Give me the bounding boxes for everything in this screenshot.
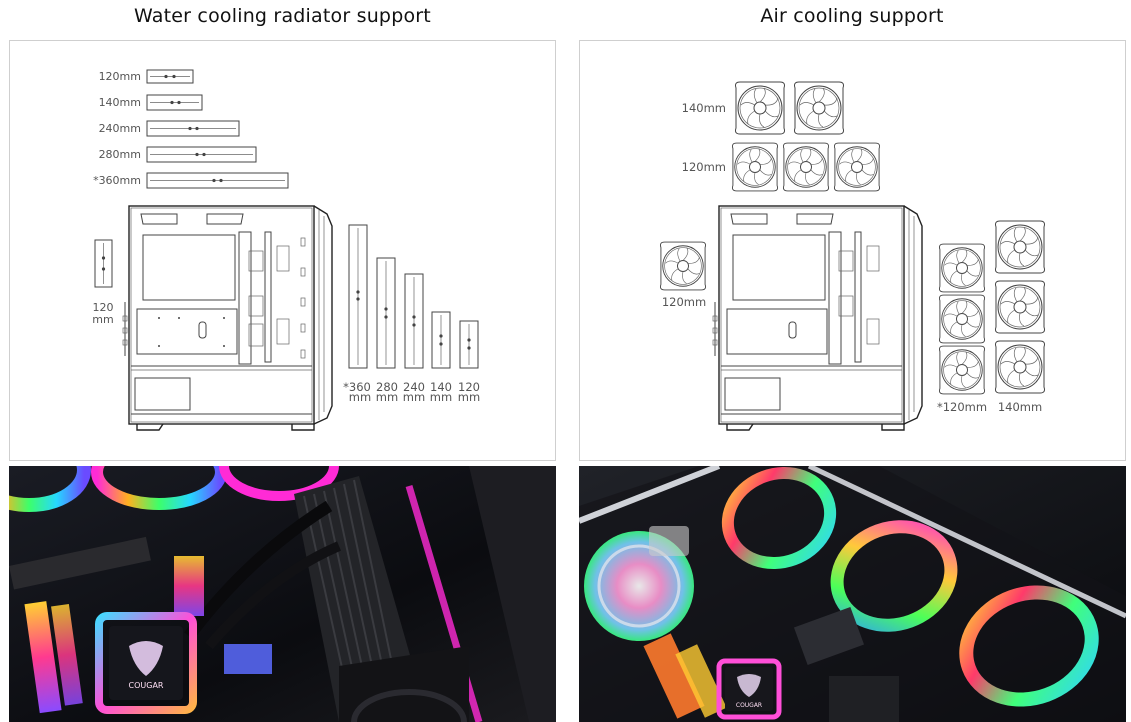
water-cooling-heading: Water cooling radiator support (134, 5, 431, 27)
rear-radiator-size: 120 (93, 301, 114, 314)
front-fans-120: *120mm (937, 243, 987, 414)
front-radiator-unit: mm (349, 390, 371, 404)
fan-icon (834, 142, 881, 192)
pump-logo-text: COUGAR (129, 681, 164, 690)
front-radiator-size: 240 (403, 380, 425, 394)
front-radiator-unit: mm (376, 390, 398, 404)
top-radiator-label: 240mm (99, 122, 141, 135)
rear-fan: 120mm (660, 241, 706, 309)
fan-icon (783, 142, 829, 192)
front-radiator-120: 120 mm (458, 320, 480, 404)
air-cooling-photo-illustration: COUGAR (579, 466, 1126, 722)
fan-icon (794, 81, 844, 135)
front-radiator-list: *360 mm 280 mm 240 mm 140 (343, 224, 480, 404)
air-logo-text: COUGAR (736, 702, 762, 709)
front-fan-120-label: *120mm (937, 400, 987, 414)
air-cooling-diagram: 140mm 120mm 120mm *120mm (579, 40, 1126, 461)
water-cooling-diagram: 120mm 140mm 240mm 280mm (9, 40, 556, 461)
fan-icon (995, 220, 1045, 274)
front-radiator-280: 280 mm (376, 257, 398, 404)
front-radiator-unit: mm (403, 390, 425, 404)
fan-icon (938, 294, 986, 344)
water-cooling-svg: 120mm 140mm 240mm 280mm (92, 69, 480, 431)
fan-icon (938, 345, 986, 395)
top-radiator-label: 280mm (99, 148, 141, 161)
air-cooling-photo: COUGAR (579, 466, 1126, 722)
fan-icon (735, 81, 785, 135)
rear-radiator: 120 mm (92, 239, 114, 326)
front-radiator-140: 140 mm (430, 311, 452, 404)
pc-case-drawing (712, 205, 923, 431)
top-radiator-label: *360mm (93, 174, 141, 187)
front-radiator-size: 140 (430, 380, 452, 394)
front-radiator-size: 120 (458, 380, 480, 394)
top-radiator-120: 120mm (99, 69, 194, 84)
fan-icon (995, 340, 1045, 394)
top-radiator-280: 280mm (99, 146, 257, 163)
front-radiator-size: *360 (343, 380, 371, 394)
fan-icon (938, 243, 986, 293)
water-cooling-photo-illustration: COUGAR (9, 466, 556, 722)
pc-case-drawing (122, 205, 333, 431)
rear-fan-label: 120mm (662, 295, 706, 309)
front-fan-140-label: 140mm (998, 400, 1042, 414)
front-radiator-unit: mm (430, 390, 452, 404)
top-fan-140-label: 140mm (682, 101, 726, 115)
front-radiator-240: 240 mm (403, 273, 425, 404)
top-fan-120-label: 120mm (682, 160, 726, 174)
front-radiator-size: 280 (376, 380, 398, 394)
air-cooling-heading: Air cooling support (760, 5, 944, 27)
top-fans-140: 140mm (682, 81, 844, 135)
top-radiator-list: 120mm 140mm 240mm 280mm (93, 69, 289, 189)
top-radiator-label: 140mm (99, 96, 141, 109)
fan-icon (995, 280, 1045, 334)
fan-icon (732, 142, 778, 192)
rear-radiator-unit: mm (92, 313, 113, 326)
air-cooling-svg: 140mm 120mm 120mm *120mm (660, 81, 1045, 431)
top-radiator-140: 140mm (99, 94, 203, 111)
front-radiator-unit: mm (458, 390, 480, 404)
water-cooling-photo: COUGAR (9, 466, 556, 722)
top-fans-120: 120mm (682, 142, 881, 192)
top-radiator-240: 240mm (99, 120, 240, 137)
fan-icon (660, 241, 706, 291)
top-radiator-label: 120mm (99, 70, 141, 83)
front-radiator-360: *360 mm (343, 224, 371, 404)
front-fans-140: 140mm (995, 220, 1045, 414)
top-radiator-360: *360mm (93, 172, 289, 189)
